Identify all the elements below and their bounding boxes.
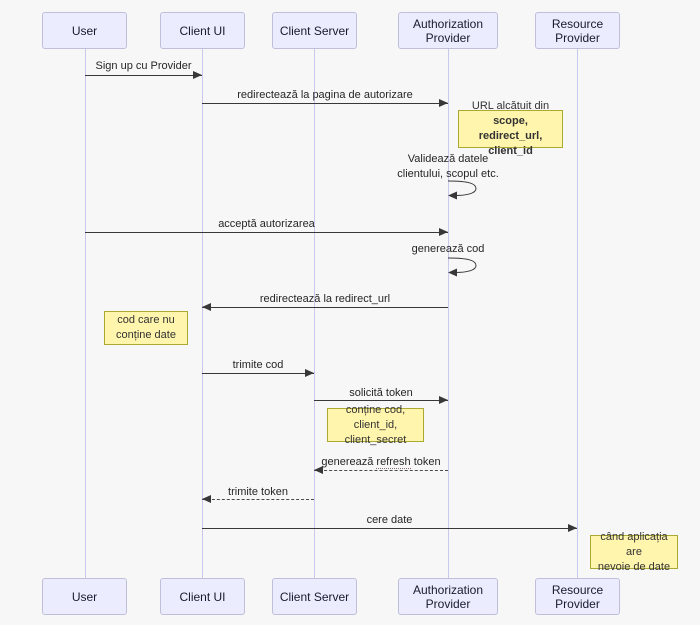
message-line-send-token [202, 499, 314, 500]
self-loop-arrow-icon [448, 180, 477, 200]
lifeline-authorization-provider [448, 49, 449, 578]
arrowhead-icon [439, 396, 448, 404]
note-token-request-contents: conține cod, client_id,client_secret [327, 404, 424, 446]
arrowhead-icon [314, 466, 323, 474]
message-line-accept-authorization [85, 232, 448, 233]
self-loop-arrow-icon [448, 257, 477, 277]
message-label-generate-refresh-token: generează refresh token [321, 456, 441, 469]
actor-resource-provider-top: Resource Provider [535, 12, 620, 49]
actor-resource-provider-bottom: Resource Provider [535, 578, 620, 615]
message-label-accept-authorization: acceptă autorizarea [218, 218, 315, 230]
actor-client-ui-top: Client UI [160, 12, 245, 49]
self-message-validate: Validează datele clientului, scopul etc. [397, 153, 499, 180]
actor-user-bottom: User [42, 578, 127, 615]
message-line-redirect-auth-page [202, 103, 448, 104]
self-message-generate-code: generează cod [411, 243, 485, 255]
arrowhead-icon [202, 495, 211, 503]
message-label-request-data: cere date [366, 514, 413, 526]
arrowhead-icon [439, 99, 448, 107]
arrowhead-icon [193, 71, 202, 79]
message-line-request-token [314, 400, 448, 401]
actor-authorization-provider-bottom: Authorization Provider [398, 578, 498, 615]
lifeline-resource-provider [577, 49, 578, 578]
message-label-sign-up: Sign up cu Provider [95, 60, 192, 72]
note-text: conține cod, client_id,client_secret [344, 403, 407, 446]
note-url-parts: URL alcătuit din scope,redirect_url, cli… [458, 100, 563, 157]
message-line-send-code [202, 373, 314, 374]
message-line-request-data [202, 528, 577, 529]
message-line-generate-refresh-token [314, 470, 448, 471]
message-label-redirect-url: redirectează la redirect_url [259, 293, 391, 305]
actor-client-server-top: Client Server [272, 12, 357, 49]
actor-authorization-provider-top: Authorization Provider [398, 12, 498, 49]
message-line-redirect-url [202, 307, 448, 308]
lifeline-user [85, 49, 86, 578]
arrowhead-icon [202, 303, 211, 311]
message-label-send-token: trimite token [228, 486, 288, 498]
lifeline-client-server [314, 49, 315, 578]
arrowhead-icon [568, 524, 577, 532]
actor-client-ui-bottom: Client UI [160, 578, 245, 615]
message-label-request-token: solicită token [349, 387, 413, 399]
message-label-send-code: trimite cod [232, 359, 284, 371]
message-line-sign-up [85, 75, 202, 76]
arrowhead-icon [305, 369, 314, 377]
lifeline-client-ui [202, 49, 203, 578]
arrowhead-icon [439, 228, 448, 236]
actor-client-server-bottom: Client Server [272, 578, 357, 615]
message-label-redirect-auth-page: redirectează la pagina de autorizare [237, 89, 413, 101]
note-text: URL alcătuit din scope,redirect_url, cli… [471, 100, 550, 157]
actor-user-top: User [42, 12, 127, 49]
